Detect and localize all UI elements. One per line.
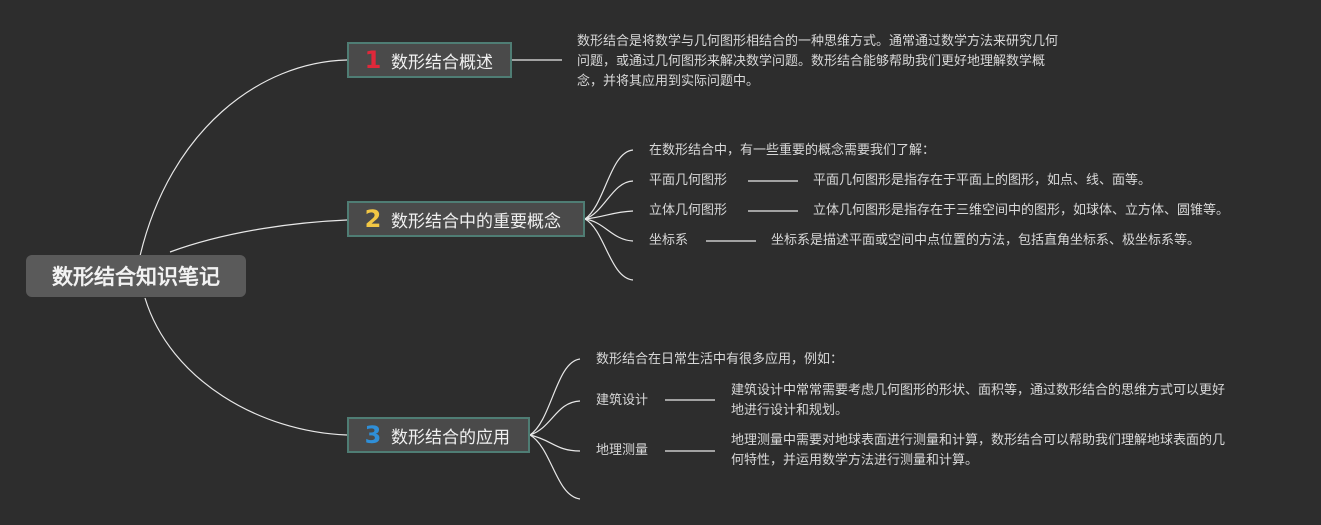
branch-node-key-concepts[interactable]: 2 数形结合中的重要概念 [347,201,585,237]
root-node[interactable]: 数形结合知识笔记 [26,255,246,297]
connector-branch-2-end [584,218,634,281]
connector-root-branch-2 [169,219,348,253]
branch-label: 数形结合概述 [391,52,493,73]
concepts-intro: 在数形结合中，有一些重要的概念需要我们了解： [649,143,936,158]
applications-intro: 数形结合在日常生活中有很多应用，例如： [596,352,844,367]
connector-branch-2-item-3 [584,218,634,242]
connector-branch-2-item-1 [584,180,634,220]
connector-branch-3-end [529,434,581,500]
term-solid-geometry: 立体几何图形 [649,203,728,218]
term-surveying: 地理测量 [596,443,649,458]
term-coordinate-system: 坐标系 [649,233,689,248]
number-3-icon: 3 [364,421,382,449]
root-title: 数形结合知识笔记 [52,265,220,289]
branch-label: 数形结合的应用 [391,427,510,448]
connector-branch-2-item-2 [584,210,634,220]
detail-surveying: 地理测量中需要对地球表面进行测量和计算，数形结合可以帮助我们理解地球表面的几何特… [731,433,1226,468]
term-plane-geometry: 平面几何图形 [649,173,728,188]
detail-coordinate-system: 坐标系是描述平面或空间中点位置的方法，包括直角坐标系、极坐标系等。 [771,233,1201,248]
number-1-icon: 1 [364,46,382,74]
branch-label: 数形结合中的重要概念 [391,211,561,232]
overview-description: 数形结合是将数学与几何图形相结合的一种思维方式。通常通过数学方法来研究几何问题，… [577,34,1059,89]
connector-root-branch-1 [139,59,348,257]
term-architecture: 建筑设计 [596,393,649,408]
number-2-icon: 2 [364,205,382,233]
connector-branch-2-intro [584,149,634,220]
connector-root-branch-3 [144,297,348,436]
connector-branch-3-item-2 [529,434,581,452]
branch-node-overview[interactable]: 1 数形结合概述 [347,42,512,78]
detail-architecture: 建筑设计中常常需要考虑几何图形的形状、面积等，通过数形结合的思维方式可以更好地进… [731,383,1226,418]
detail-solid-geometry: 立体几何图形是指存在于三维空间中的图形，如球体、立方体、圆锥等。 [813,203,1230,218]
connector-branch-3-intro [529,358,581,436]
detail-plane-geometry: 平面几何图形是指存在于平面上的图形，如点、线、面等。 [813,173,1152,188]
branch-node-applications[interactable]: 3 数形结合的应用 [347,417,530,453]
connector-branch-3-item-1 [529,400,581,436]
